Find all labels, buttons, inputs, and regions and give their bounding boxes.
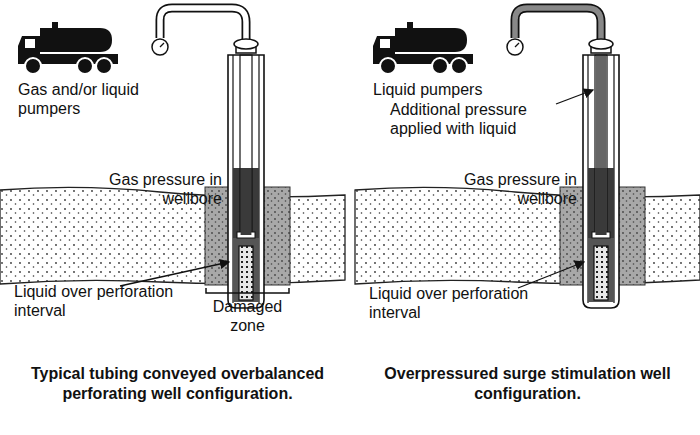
caption: Typical tubing conveyed overbalanced per… <box>4 364 351 404</box>
pressure-label: Additional pressure applied with liquid <box>390 100 560 138</box>
caption: Overpressured surge stimulation well con… <box>359 364 696 404</box>
pressure-label: Gas pressure in wellbore <box>453 170 577 208</box>
pumper-label: Liquid pumpers <box>373 80 523 99</box>
zone-label: Damaged zone <box>200 297 295 335</box>
pressure-label: Gas pressure in wellbore <box>98 170 222 208</box>
liquid-label: Liquid over perforation interval <box>14 282 184 320</box>
pumper-label: Gas and/or liquid pumpers <box>18 80 168 118</box>
liquid-label: Liquid over perforation interval <box>369 284 539 322</box>
